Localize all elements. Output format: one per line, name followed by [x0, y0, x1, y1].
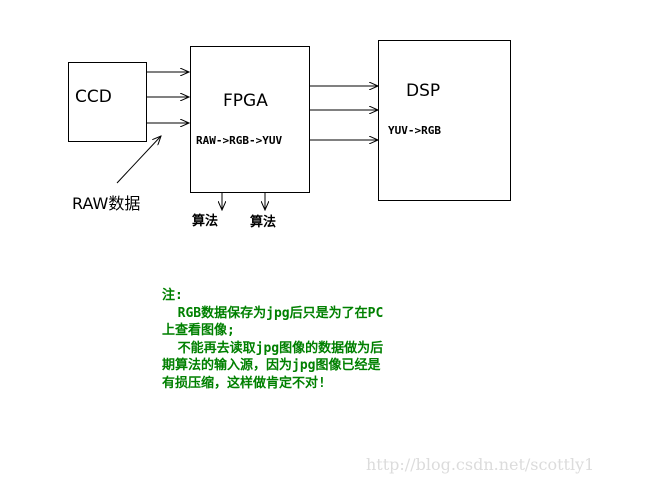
- note-line: 上查看图像;: [162, 323, 235, 338]
- dsp-convert-label: YUV->RGB: [388, 124, 441, 137]
- note-line: 有损压缩，这样做肯定不对!: [162, 375, 326, 391]
- dsp-label: DSP: [406, 81, 441, 101]
- algorithm-label-2: 算法: [250, 215, 277, 230]
- note-line: 不能再去读取jpg图像的数据做为后: [162, 340, 384, 356]
- watermark-url: http://blog.csdn.net/scottly1: [366, 455, 595, 474]
- raw-data-pointer-arrow: [116, 136, 161, 184]
- note-text: 注: RGB数据保存为jpg后只是为了在PC 上查看图像; 不能再去读取jpg图…: [162, 287, 462, 392]
- note-line: RGB数据保存为jpg后只是为了在PC: [162, 305, 384, 321]
- fpga-pipeline-label: RAW->RGB->YUV: [196, 134, 283, 147]
- note-line: 注:: [162, 288, 183, 303]
- fpga-box: [190, 46, 310, 193]
- raw-data-label: RAW数据: [72, 194, 141, 213]
- ccd-box: [68, 62, 147, 142]
- dsp-box: [378, 40, 511, 201]
- ccd-label: CCD: [75, 87, 112, 107]
- note-line: 期算法的输入源，因为jpg图像已经是: [162, 358, 381, 373]
- fpga-label: FPGA: [223, 91, 268, 111]
- algorithm-label-1: 算法: [192, 214, 219, 229]
